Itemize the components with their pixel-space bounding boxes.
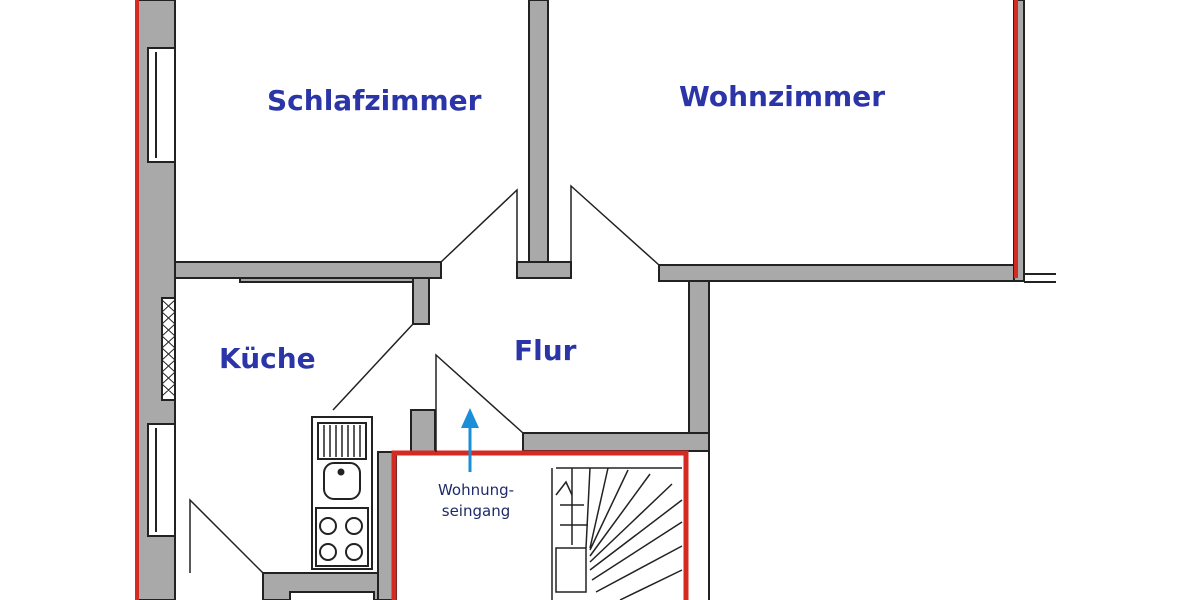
wall-kitchen-top <box>239 277 416 283</box>
room-label-schlafzimmer: Schlafzimmer <box>267 84 482 117</box>
door-livingroom <box>570 184 660 266</box>
door-bedroom <box>440 188 518 263</box>
neighbour-outline <box>708 273 1056 600</box>
entrance-label: Wohnung- seingang <box>426 480 526 522</box>
sink <box>323 462 361 500</box>
wall-stub-center <box>516 261 572 279</box>
room-label-wohnzimmer: Wohnzimmer <box>679 80 886 113</box>
stairwell-boundary <box>391 450 689 600</box>
window-bedroom <box>147 47 176 163</box>
door-entrance <box>435 353 524 452</box>
window-kitchen <box>147 423 176 537</box>
partition-wall-center <box>528 0 549 263</box>
staircase <box>551 467 683 600</box>
entrance-label-line1: Wohnung- <box>437 481 515 499</box>
windows <box>147 47 176 537</box>
wall-kitchen-divider <box>410 409 436 453</box>
wall-livingroom-bottom <box>658 264 1015 282</box>
wall-flur-right <box>688 280 710 452</box>
burner-3 <box>319 543 337 561</box>
wall-stub-kitchen <box>412 277 430 325</box>
wall-bedroom-bottom <box>174 261 442 279</box>
entrance-label-line2: seingang <box>441 502 511 520</box>
wall-flur-bottom <box>522 432 710 452</box>
room-label-flur: Flur <box>514 334 577 367</box>
burner-4 <box>345 543 363 561</box>
door-lower <box>189 498 264 574</box>
appliance-lower <box>289 591 375 600</box>
entrance-arrow <box>461 408 479 472</box>
chimney <box>161 297 176 401</box>
burner-1 <box>319 517 337 535</box>
doors <box>189 184 660 574</box>
burner-2 <box>345 517 363 535</box>
apartment-boundary <box>135 0 1018 600</box>
stair-newel <box>555 547 587 593</box>
kitchen-counter <box>311 416 373 570</box>
room-label-kueche: Küche <box>219 342 316 375</box>
door-kitchen <box>332 323 414 411</box>
